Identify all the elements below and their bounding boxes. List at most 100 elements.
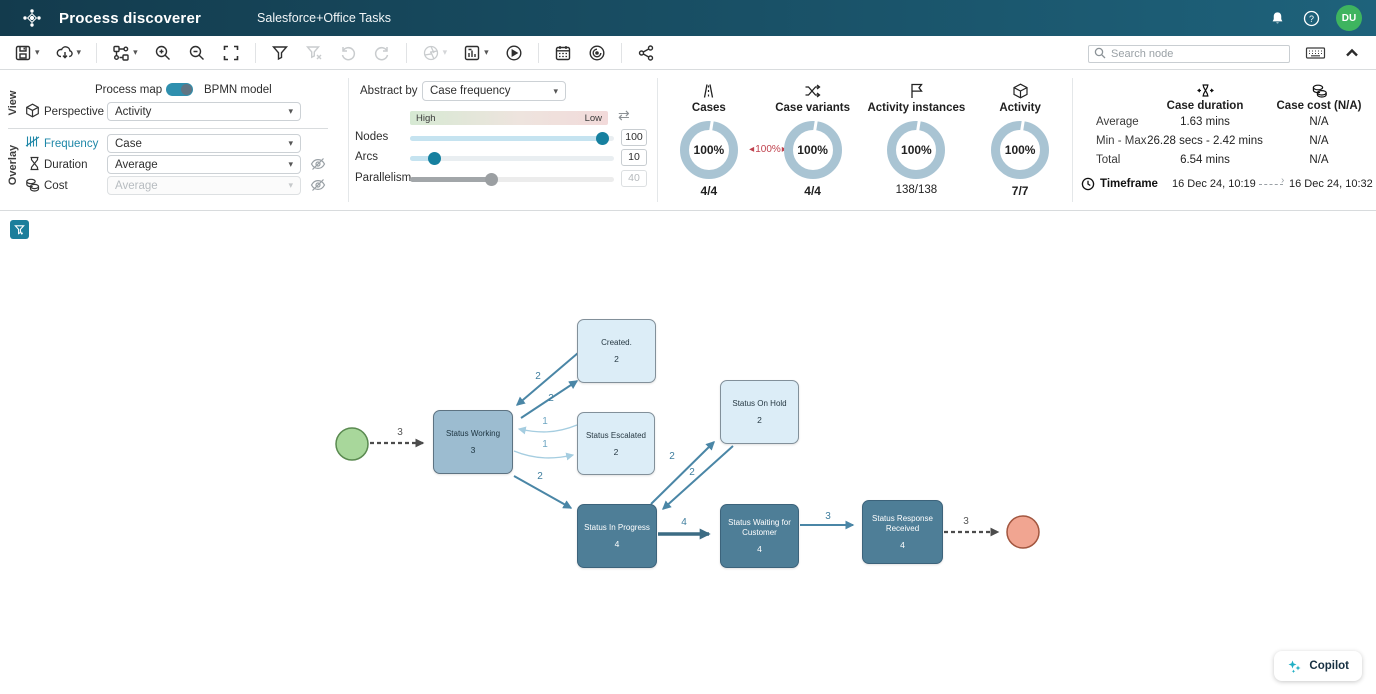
tab-view[interactable]: View: [7, 90, 19, 116]
filter-clear-button: [302, 40, 326, 66]
tab-overlay[interactable]: Overlay: [7, 144, 19, 186]
duration-select[interactable]: Average▾: [107, 155, 301, 174]
node-status-response-received[interactable]: Status Response Received 4: [862, 500, 943, 564]
nodes-slider[interactable]: [410, 132, 614, 145]
zoom-out-button[interactable]: [185, 40, 209, 66]
nodes-value-input[interactable]: 100: [621, 129, 647, 146]
edge-working-escalated: [513, 450, 575, 461]
node-created[interactable]: Created. 2: [577, 319, 656, 383]
notifications-bell-icon[interactable]: [1268, 9, 1286, 27]
bpmn-model-label: BPMN model: [204, 84, 272, 96]
edge-created-working: [515, 346, 586, 406]
user-avatar[interactable]: DU: [1336, 5, 1362, 31]
filter-button[interactable]: [268, 40, 292, 66]
node-count: 2: [613, 446, 619, 457]
chevron-down-icon: ▾: [553, 85, 558, 96]
redo-button: [370, 40, 394, 66]
keyboard-icon[interactable]: [1305, 43, 1326, 63]
stat-case-variants: Case variants 100% 4/4: [761, 70, 865, 211]
duration-eye-off-icon[interactable]: [310, 156, 326, 172]
node-status-waiting-for-customer[interactable]: Status Waiting for Customer 4: [720, 504, 799, 568]
abstract-by-select[interactable]: Case frequency▾: [422, 81, 566, 101]
min-max-cost-value: N/A: [1309, 135, 1329, 147]
average-duration-value: 1.63 mins: [1180, 116, 1230, 128]
radar-button[interactable]: [585, 40, 609, 66]
duration-value: Average: [115, 158, 158, 171]
cube-icon: [26, 103, 39, 118]
clock-icon: [1081, 177, 1095, 191]
stat-label: Activity instances: [867, 102, 966, 114]
stat-label: Case variants: [775, 102, 851, 114]
export-button[interactable]: ▾: [53, 40, 85, 66]
case-cost-header: Case cost (N/A): [1276, 100, 1362, 112]
search-icon: [1094, 47, 1106, 59]
arcs-slider[interactable]: [410, 152, 614, 165]
toolbar-separator: [96, 42, 98, 63]
share-button[interactable]: [634, 40, 658, 66]
process-map-canvas[interactable]: 3 2 2 1 1 2 2 2 4 3 3 Created. 2: [0, 211, 1376, 694]
undo-icon: [341, 46, 355, 60]
chart-export-button[interactable]: ▾: [460, 40, 492, 66]
canvas-filter-chip[interactable]: [10, 220, 29, 239]
cost-label: Cost: [44, 180, 68, 192]
copilot-button[interactable]: Copilot: [1274, 651, 1362, 681]
toggle-knob[interactable]: [181, 84, 192, 95]
view-overlay-section: View Overlay Process map BPMN model Pers…: [0, 70, 348, 211]
node-status-escalated[interactable]: Status Escalated 2: [577, 412, 655, 475]
stat-ratio: 4/4: [804, 184, 821, 198]
activity-instances-donut[interactable]: 100%: [887, 121, 946, 179]
average-cost-value: N/A: [1309, 116, 1329, 128]
node-count: 4: [614, 539, 620, 549]
collapse-panel-chevron-up-icon[interactable]: [1343, 44, 1361, 62]
parallelism-label: Parallelism: [355, 172, 412, 184]
edge-label: 3: [825, 511, 831, 522]
end-event: [1006, 515, 1040, 549]
stat-ratio: 7/7: [1011, 184, 1029, 198]
arcs-value-input[interactable]: 10: [621, 149, 647, 166]
stat-label: Activity: [999, 102, 1041, 114]
search-input[interactable]: [1088, 45, 1290, 63]
cost-eye-off-icon[interactable]: [310, 177, 326, 193]
stat-activity-instances: Activity instances 100% 138/138: [865, 70, 969, 211]
filter-clear-icon: [305, 45, 322, 59]
node-status-in-progress[interactable]: Status In Progress 4: [577, 504, 657, 568]
stat-ratio: 4/4: [700, 184, 718, 198]
swap-icon[interactable]: ⇄: [618, 107, 630, 123]
chart-export-icon: [464, 45, 480, 60]
play-icon: [506, 44, 522, 61]
timeframe-arrow-icon: ›: [1281, 175, 1285, 186]
zoom-in-button[interactable]: [151, 40, 175, 66]
cases-donut[interactable]: 100%: [679, 121, 738, 179]
perspective-select[interactable]: Activity▾: [107, 102, 301, 121]
app-logo-icon: [23, 9, 41, 27]
activity-donut[interactable]: 100%: [991, 121, 1050, 179]
layout-button[interactable]: ▾: [109, 40, 141, 66]
node-status-working[interactable]: Status Working 3: [433, 410, 513, 474]
node-status-on-hold[interactable]: Status On Hold 2: [720, 380, 799, 444]
process-map-bpmn-toggle[interactable]: [166, 83, 193, 96]
chevron-down-icon: ▾: [35, 47, 40, 57]
help-icon[interactable]: ?: [1302, 9, 1320, 27]
edge-label: 3: [397, 427, 403, 438]
edge-label: 2: [669, 451, 675, 462]
play-button[interactable]: [502, 40, 526, 66]
redo-icon: [374, 46, 388, 60]
fit-screen-button[interactable]: [219, 40, 243, 66]
calendar-icon: [555, 45, 570, 60]
timeframe-label: Timeframe: [1100, 178, 1158, 190]
filter-icon: [271, 45, 288, 60]
cost-value: Average: [115, 179, 158, 192]
frequency-select[interactable]: Case▾: [107, 134, 301, 153]
donut-percent: 100%: [693, 143, 725, 157]
frequency-tally-icon: [25, 136, 40, 147]
calendar-button[interactable]: [551, 40, 575, 66]
case-variants-donut[interactable]: 100%: [783, 121, 842, 179]
page-title: Process discoverer: [59, 9, 202, 27]
edge-label: 1: [542, 416, 548, 427]
nodes-slider-knob[interactable]: [596, 132, 609, 145]
arcs-slider-knob[interactable]: [428, 152, 441, 165]
save-button[interactable]: ▾: [11, 40, 43, 66]
chevron-down-icon: ▾: [288, 106, 293, 116]
timeframe-dash: [1259, 184, 1283, 185]
edge-label: 3: [963, 516, 969, 527]
